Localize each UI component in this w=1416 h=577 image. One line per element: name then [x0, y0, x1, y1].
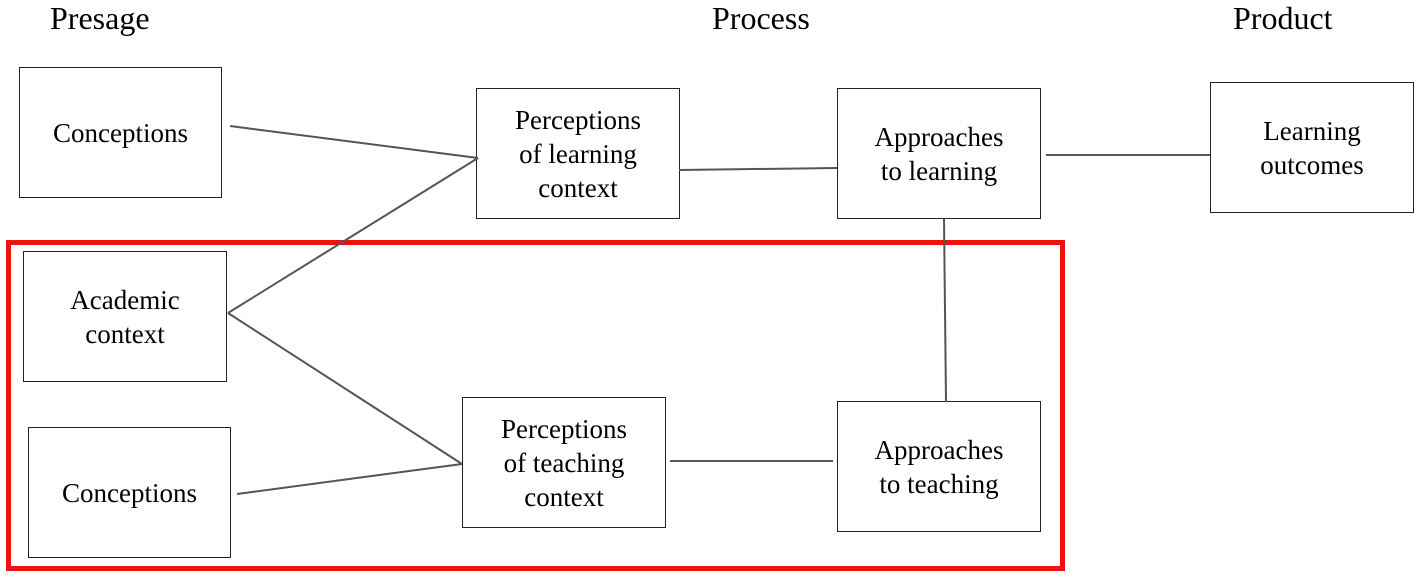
box-perceptions-teaching: Perceptions of teaching context	[462, 397, 666, 528]
box-approaches-teaching-label: Approaches to teaching	[874, 434, 1004, 499]
highlight-frame	[6, 240, 1065, 571]
connector-academic-to-perceptions-teaching	[227, 312, 463, 465]
header-presage: Presage	[50, 0, 150, 36]
box-perceptions-learning: Perceptions of learning context	[476, 88, 680, 219]
box-academic-context: Academic context	[23, 251, 227, 382]
box-conceptions-learning: Conceptions	[19, 67, 222, 198]
box-learning-outcomes-label: Learning outcomes	[1260, 115, 1364, 180]
box-approaches-teaching: Approaches to teaching	[837, 401, 1041, 532]
box-conceptions-learning-label: Conceptions	[53, 117, 188, 148]
box-learning-outcomes: Learning outcomes	[1210, 82, 1414, 213]
box-conceptions-teaching-label: Conceptions	[62, 477, 197, 508]
connector-conceptions-to-perceptions-teaching	[236, 463, 463, 495]
box-academic-context-label: Academic context	[70, 284, 180, 349]
box-approaches-learning-label: Approaches to learning	[874, 121, 1004, 186]
box-conceptions-teaching: Conceptions	[28, 427, 231, 558]
connector-approaches-learning-to-teaching	[943, 218, 947, 403]
box-approaches-learning: Approaches to learning	[837, 88, 1041, 219]
box-perceptions-teaching-label: Perceptions of teaching context	[501, 413, 627, 512]
connector-conceptions-to-perceptions-learning	[229, 125, 479, 159]
box-perceptions-learning-label: Perceptions of learning context	[515, 104, 641, 203]
header-process: Process	[712, 0, 810, 36]
connector-perceptions-to-approaches-learning	[678, 167, 838, 171]
header-product: Product	[1233, 0, 1333, 36]
connector-academic-to-perceptions-learning	[227, 157, 479, 314]
